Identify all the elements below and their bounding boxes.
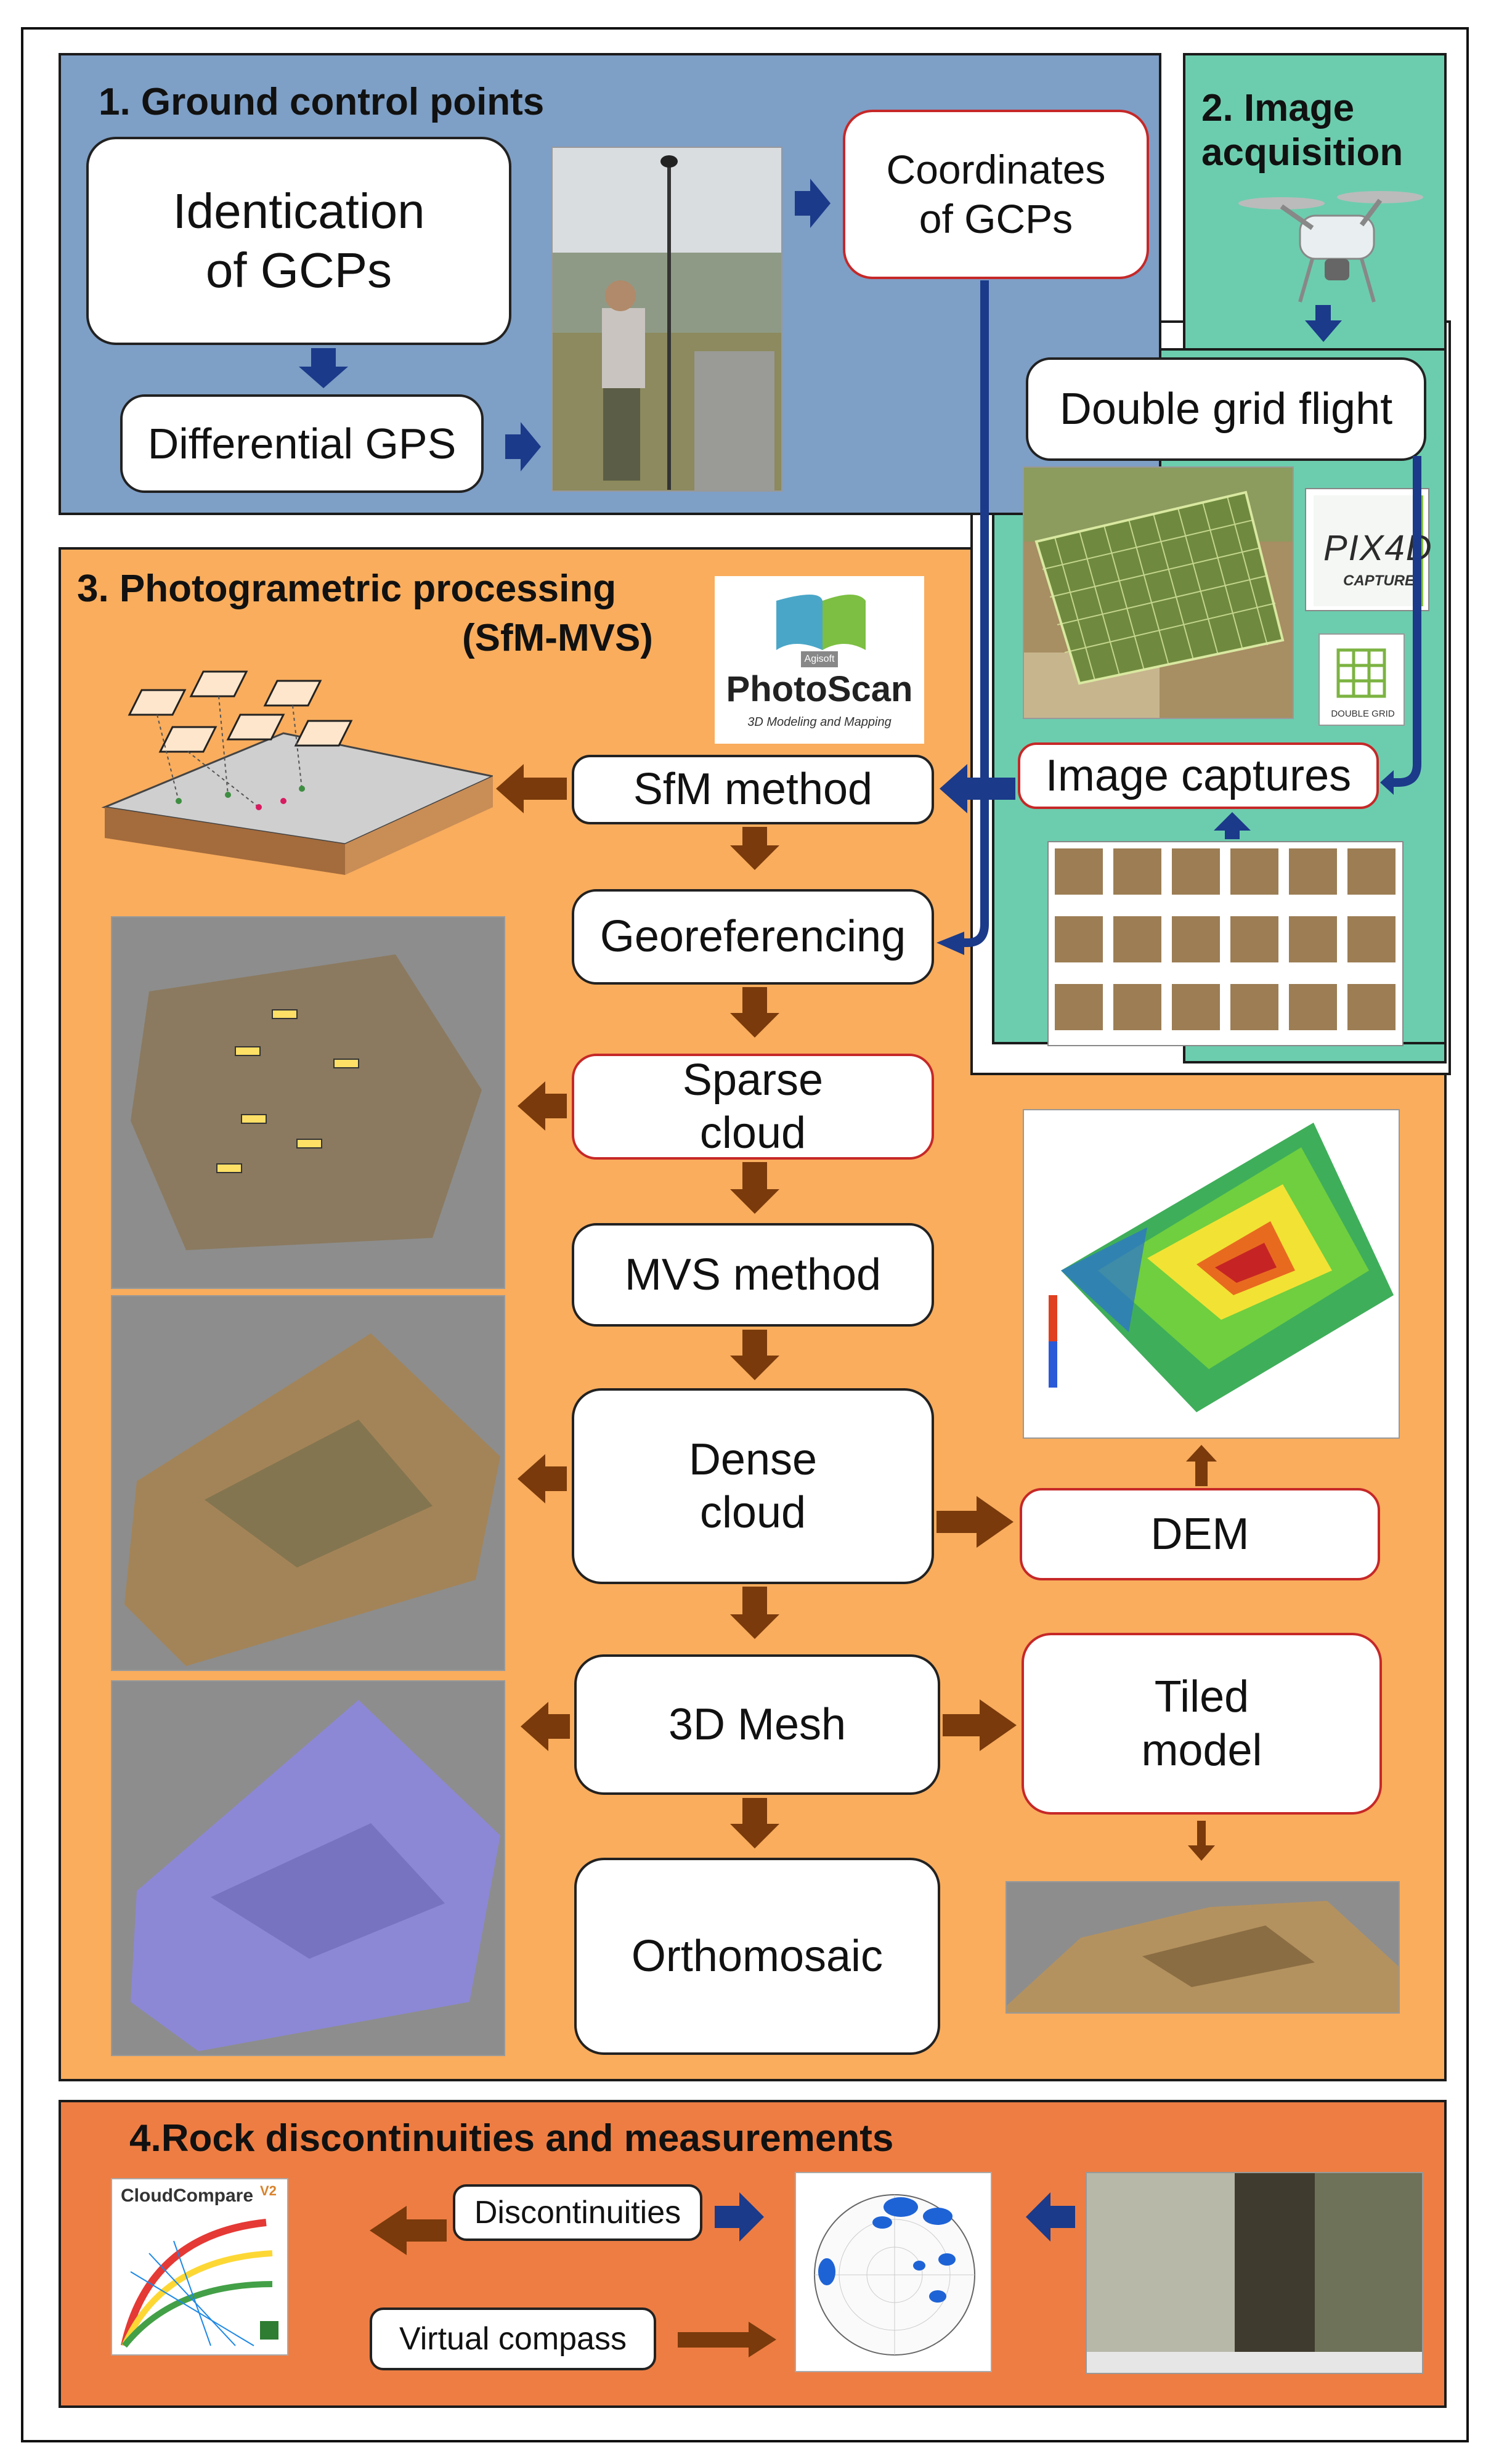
dem-image — [1023, 1109, 1400, 1439]
photoscan-logo: Agisoft PhotoScan 3D Modeling and Mappin… — [715, 576, 924, 744]
sfm-method-box: SfM method — [572, 755, 934, 824]
dem-label: DEM — [1150, 1509, 1249, 1559]
arrow-discontinuities-to-stereonet — [715, 2192, 764, 2242]
identification-line2: of GCPs — [205, 243, 392, 298]
georeferencing-label: Georeferencing — [599, 912, 906, 962]
line-coords-to-georef — [961, 280, 989, 947]
arrow-thumbnails-to-captures — [1214, 812, 1251, 839]
image-captures-label: Image captures — [1045, 750, 1352, 800]
flight-plan-map — [1023, 466, 1294, 719]
dense-line2: cloud — [699, 1488, 806, 1537]
double-grid-flight-box: Double grid flight — [1026, 357, 1426, 461]
mesh-label: 3D Mesh — [668, 1699, 847, 1749]
stereonet-plot — [795, 2172, 992, 2372]
tiled-line1: Tiled — [1154, 1672, 1249, 1722]
arrow-dem-to-image — [1186, 1445, 1217, 1486]
line-doublegrid-to-captures — [1389, 456, 1421, 787]
photoscan-tag: 3D Modeling and Mapping — [747, 715, 892, 729]
mvs-method-box: MVS method — [572, 1223, 934, 1327]
mvs-method-label: MVS method — [624, 1250, 882, 1299]
sparse-line1: Sparse — [682, 1055, 824, 1105]
arrowhead-captures — [1380, 770, 1394, 795]
sparse-line2: cloud — [699, 1108, 806, 1158]
arrow-compass-to-stereonet — [678, 2322, 776, 2357]
double-grid-icon: DOUBLE GRID — [1318, 633, 1405, 726]
arrow-mesh-to-ortho — [730, 1798, 779, 1848]
pix4d-logo: PIX4D CAPTURE — [1305, 488, 1432, 611]
georeferencing-box: Georeferencing — [572, 889, 934, 985]
cloudcompare-logo: CloudCompare V2 — [111, 2178, 288, 2356]
blue-connector-lines — [961, 280, 1421, 947]
arrow-dense-to-dem — [936, 1496, 1014, 1548]
arrow-tiled-to-image — [1188, 1821, 1215, 1861]
dense-cloud-image — [111, 1295, 505, 1671]
arrow-ident-to-dgps — [299, 348, 348, 388]
panel1-title: 1. Ground control points — [99, 81, 545, 123]
arrow-photo-to-coords — [795, 179, 831, 228]
virtual-compass-label: Virtual compass — [399, 2320, 627, 2357]
photoscan-name: PhotoScan — [726, 669, 913, 709]
virtual-compass-screenshot — [1086, 2172, 1423, 2374]
coordinates-line1: Coordinates — [886, 147, 1106, 193]
discontinuities-label: Discontinuities — [474, 2194, 681, 2230]
arrow-photo-to-stereonet — [1026, 2192, 1075, 2242]
coordinates-line2: of GCPs — [919, 195, 1073, 242]
sfm-geometry-diagram — [99, 647, 493, 893]
arrow-drone-to-doublegrid — [1305, 305, 1342, 342]
virtual-compass-box: Virtual compass — [370, 2307, 656, 2370]
brown-arrows — [370, 764, 1217, 2357]
panel2-title-line1: 2. Image — [1201, 87, 1355, 129]
dense-line1: Dense — [688, 1434, 818, 1484]
arrow-sfm-to-georef — [730, 827, 779, 870]
cloudcompare-version: V2 — [260, 2183, 277, 2198]
gps-survey-photo — [551, 147, 782, 492]
sparse-cloud-image — [111, 916, 505, 1289]
discontinuities-box: Discontinuities — [453, 2184, 702, 2241]
photoscan-agisoft: Agisoft — [801, 651, 838, 667]
panel4-title: 4.Rock discontinuities and measurements — [129, 2117, 894, 2160]
image-captures-box: Image captures — [1018, 742, 1379, 809]
tiled-model-image — [1006, 1881, 1400, 2014]
orthomosaic-label: Orthomosaic — [631, 1931, 884, 1981]
arrowhead-georef — [936, 932, 964, 955]
arrow-mesh-to-tiled — [943, 1699, 1017, 1751]
arrow-sparse-to-image — [518, 1081, 567, 1131]
orthomosaic-box: Orthomosaic — [574, 1858, 940, 2055]
double-grid-icon-label: DOUBLE GRID — [1331, 709, 1395, 719]
arrow-dgps-to-photo — [505, 422, 541, 471]
dem-box: DEM — [1020, 1488, 1380, 1580]
arrow-georef-to-sparse — [730, 987, 779, 1038]
panel3-title: 3. Photogrametric processing — [77, 567, 617, 610]
arrow-dense-to-image — [518, 1454, 567, 1503]
arrow-captures-to-sfm — [940, 764, 1015, 813]
cloudcompare-name: CloudCompare — [121, 2185, 254, 2206]
mesh-image — [111, 1680, 505, 2056]
arrow-sfm-to-diagram — [496, 764, 567, 813]
panel3-subtitle: (SfM-MVS) — [462, 617, 653, 659]
blue-arrows — [299, 179, 1342, 2242]
arrow-mesh-to-image — [521, 1702, 570, 1751]
pix4d-tag: CAPTURE — [1343, 572, 1415, 589]
image-captures-thumbnails — [1047, 841, 1404, 1046]
panel2-title-line2: acquisition — [1201, 131, 1404, 174]
arrow-discontinuities-to-cloudcompare — [370, 2206, 447, 2255]
differential-gps-box: Differential GPS — [120, 394, 484, 493]
sfm-method-label: SfM method — [633, 765, 873, 815]
arrow-dense-to-mesh — [730, 1587, 779, 1639]
identification-line1: Identication — [173, 184, 425, 238]
arrow-mvs-to-dense — [730, 1330, 779, 1380]
double-grid-flight-label: Double grid flight — [1059, 384, 1393, 434]
tiled-line2: model — [1141, 1725, 1262, 1775]
differential-gps-label: Differential GPS — [147, 420, 457, 468]
arrow-sparse-to-mvs — [730, 1162, 779, 1214]
drone-icon — [1226, 173, 1429, 308]
mesh-box: 3D Mesh — [574, 1654, 940, 1795]
